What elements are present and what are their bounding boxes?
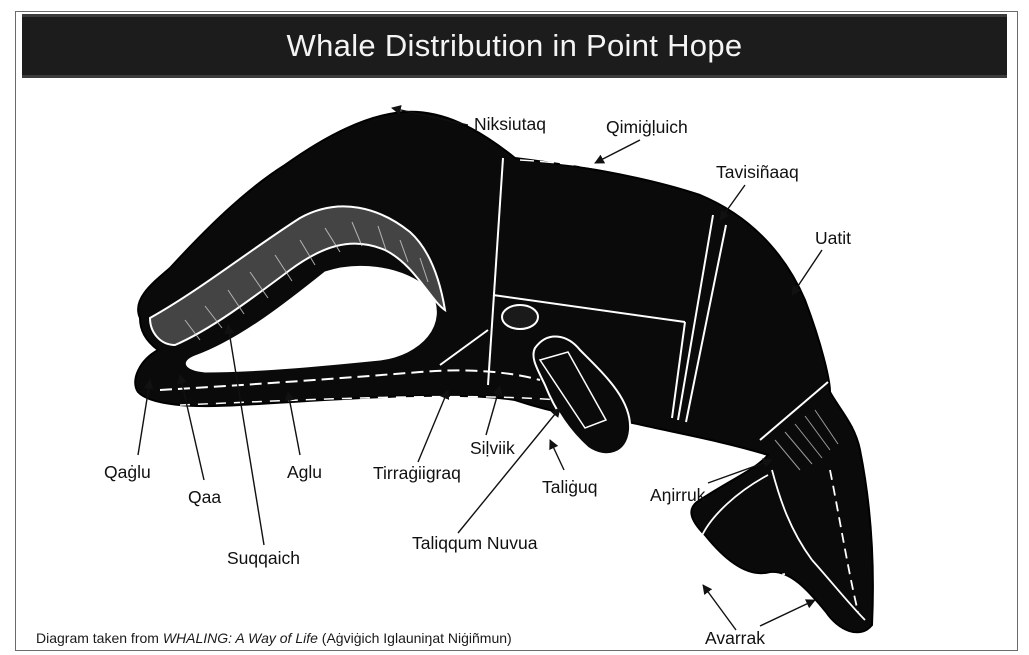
caption-book-title: WHALING: A Way of Life xyxy=(163,630,318,646)
label-anirruk: Aŋirruk xyxy=(650,485,705,506)
caption-prefix: Diagram taken from xyxy=(36,630,163,646)
caption-suffix: (Aġviġich Iglauniŋat Niġiñmun) xyxy=(318,630,512,646)
label-aglu: Aglu xyxy=(287,462,322,483)
label-tavisinaaq: Tavisiñaaq xyxy=(716,162,799,183)
label-qaa: Qaa xyxy=(188,487,221,508)
label-suqqaich: Suqqaich xyxy=(227,548,300,569)
label-qimigluich: Qimiġḷuich xyxy=(606,117,688,138)
label-taliguq: Taliġuq xyxy=(542,477,597,498)
label-avarrak: Avarrak xyxy=(705,628,765,649)
label-tirragiigraq: Tirraġiigraq xyxy=(373,463,461,484)
label-uatit: Uatit xyxy=(815,228,851,249)
label-silviik: Siḷviik xyxy=(470,438,515,459)
label-niksiutaq: Niksiutaq xyxy=(474,114,546,135)
source-caption: Diagram taken from WHALING: A Way of Lif… xyxy=(36,630,512,646)
label-taliqqum-nuvua: Taliqqum Nuvua xyxy=(412,533,537,554)
label-qaglu: Qaġlu xyxy=(104,462,151,483)
eye xyxy=(502,305,538,329)
